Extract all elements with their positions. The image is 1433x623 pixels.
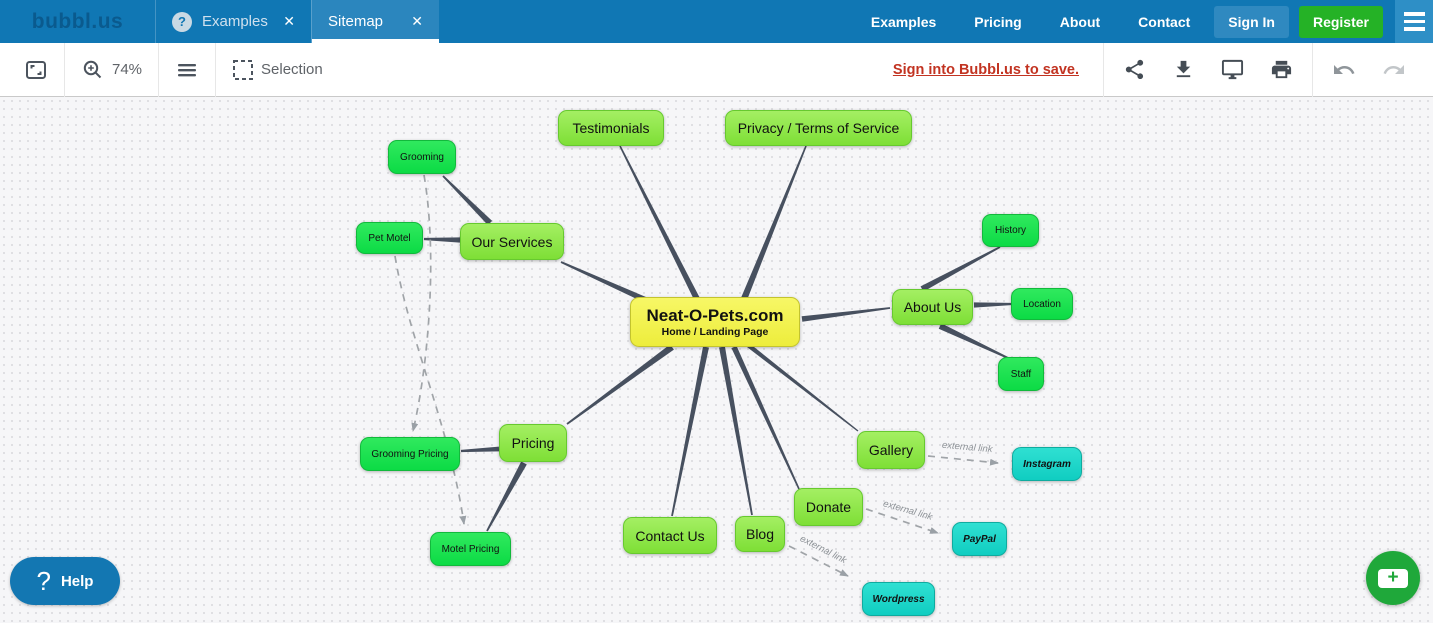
toolbar-divider: [158, 42, 160, 97]
node-home-landing[interactable]: Neat-O-Pets.com Home / Landing Page: [630, 297, 800, 347]
close-icon[interactable]: ✕: [411, 13, 423, 29]
mindmap-canvas[interactable]: external link external link external lin…: [0, 97, 1433, 623]
canvas-menu-button[interactable]: [165, 58, 209, 82]
presentation-button[interactable]: [1208, 58, 1257, 81]
topbar-spacer: [439, 0, 852, 43]
help-button[interactable]: ? Help: [10, 557, 120, 605]
connector-lines: external link external link external lin…: [394, 145, 1012, 577]
bubbl-logo[interactable]: bubbl.us: [31, 9, 124, 33]
add-bubble-button[interactable]: +: [1366, 551, 1420, 605]
plus-card-icon: +: [1378, 567, 1408, 588]
help-circle-icon: ?: [172, 11, 192, 32]
share-button[interactable]: [1110, 58, 1159, 81]
fit-screen-icon: [26, 60, 46, 79]
arrow-grooming-to-grooming-pricing: [411, 174, 432, 432]
node-grooming[interactable]: Grooming: [388, 140, 456, 174]
nav-pricing[interactable]: Pricing: [974, 13, 1022, 30]
redo-icon: [1383, 64, 1404, 74]
close-icon[interactable]: ✕: [283, 13, 295, 29]
node-grooming-pricing[interactable]: Grooming Pricing: [360, 437, 460, 471]
toolbar-divider: [1312, 42, 1313, 97]
monitor-icon: [1221, 59, 1244, 80]
node-gallery[interactable]: Gallery: [857, 431, 925, 469]
register-button[interactable]: Register: [1298, 5, 1383, 38]
node-pet-motel[interactable]: Pet Motel: [356, 222, 423, 254]
node-donate[interactable]: Donate: [794, 488, 863, 526]
tab-sitemap[interactable]: Sitemap ✕: [311, 0, 439, 43]
plus-icon: +: [1387, 567, 1399, 588]
node-testimonials[interactable]: Testimonials: [558, 110, 664, 146]
print-button[interactable]: [1257, 58, 1306, 81]
node-about-us[interactable]: About Us: [892, 289, 973, 325]
node-wordpress[interactable]: Wordpress: [862, 582, 935, 616]
node-contact-us[interactable]: Contact Us: [623, 517, 717, 554]
nav-examples[interactable]: Examples: [870, 13, 937, 30]
toolbar-divider: [64, 42, 65, 97]
print-icon: [1271, 60, 1292, 79]
sign-in-to-save-link[interactable]: Sign into Bubbl.us to save.: [892, 61, 1079, 78]
canvas-toolbar: 74% Selection Sign into Bubbl.us to save…: [0, 42, 1433, 97]
selection-icon: [233, 59, 254, 80]
fit-screen-button[interactable]: [14, 58, 58, 82]
download-icon: [1176, 60, 1191, 78]
node-staff[interactable]: Staff: [998, 357, 1044, 391]
arrow-petmotel-to-motel-pricing: [394, 255, 467, 525]
toolbar-divider: [1103, 42, 1104, 97]
sign-in-button[interactable]: Sign In: [1214, 5, 1289, 38]
node-blog[interactable]: Blog: [735, 516, 785, 552]
menu-hamburger-icon[interactable]: [1395, 0, 1433, 43]
node-our-services[interactable]: Our Services: [460, 223, 564, 260]
tab-sitemap-label: Sitemap: [328, 13, 384, 30]
top-bar: bubbl.us ? Examples ✕ Sitemap ✕ Examples…: [0, 0, 1433, 43]
zoom-control[interactable]: 74%: [71, 58, 152, 82]
node-location[interactable]: Location: [1011, 288, 1073, 320]
nav-contact[interactable]: Contact: [1138, 13, 1191, 30]
redo-button[interactable]: [1369, 58, 1419, 82]
share-icon: [1125, 59, 1144, 80]
tab-examples-label: Examples: [202, 13, 268, 30]
external-link-label: external link: [798, 533, 849, 566]
zoom-in-icon: [83, 60, 102, 78]
arrow-gallery-to-instagram: [927, 455, 999, 466]
tab-examples[interactable]: ? Examples ✕: [155, 0, 311, 43]
dashed-connectors: [394, 174, 999, 577]
arrow-blog-to-wordpress: [788, 545, 849, 577]
node-history[interactable]: History: [982, 214, 1039, 247]
selection-label: Selection: [261, 61, 323, 78]
undo-button[interactable]: [1319, 58, 1369, 82]
external-link-label: external link: [882, 498, 935, 523]
selection-tool[interactable]: Selection: [222, 59, 333, 81]
nav-about[interactable]: About: [1059, 13, 1101, 30]
help-label: Help: [60, 572, 94, 590]
external-link-label: external link: [941, 440, 994, 455]
center-node-subtitle: Home / Landing Page: [661, 325, 769, 338]
question-icon: ?: [36, 565, 51, 596]
toolbar-divider: [215, 42, 217, 97]
node-instagram[interactable]: Instagram: [1012, 447, 1082, 481]
center-node-title: Neat-O-Pets.com: [646, 306, 784, 326]
undo-icon: [1334, 64, 1355, 74]
node-paypal[interactable]: PayPal: [952, 522, 1007, 556]
node-privacy-terms[interactable]: Privacy / Terms of Service: [725, 110, 912, 146]
node-pricing[interactable]: Pricing: [499, 424, 567, 462]
zoom-level: 74%: [112, 61, 143, 78]
menu-icon: [178, 63, 197, 76]
download-button[interactable]: [1159, 58, 1208, 81]
node-motel-pricing[interactable]: Motel Pricing: [430, 532, 511, 566]
solid-connectors: [423, 145, 1012, 532]
